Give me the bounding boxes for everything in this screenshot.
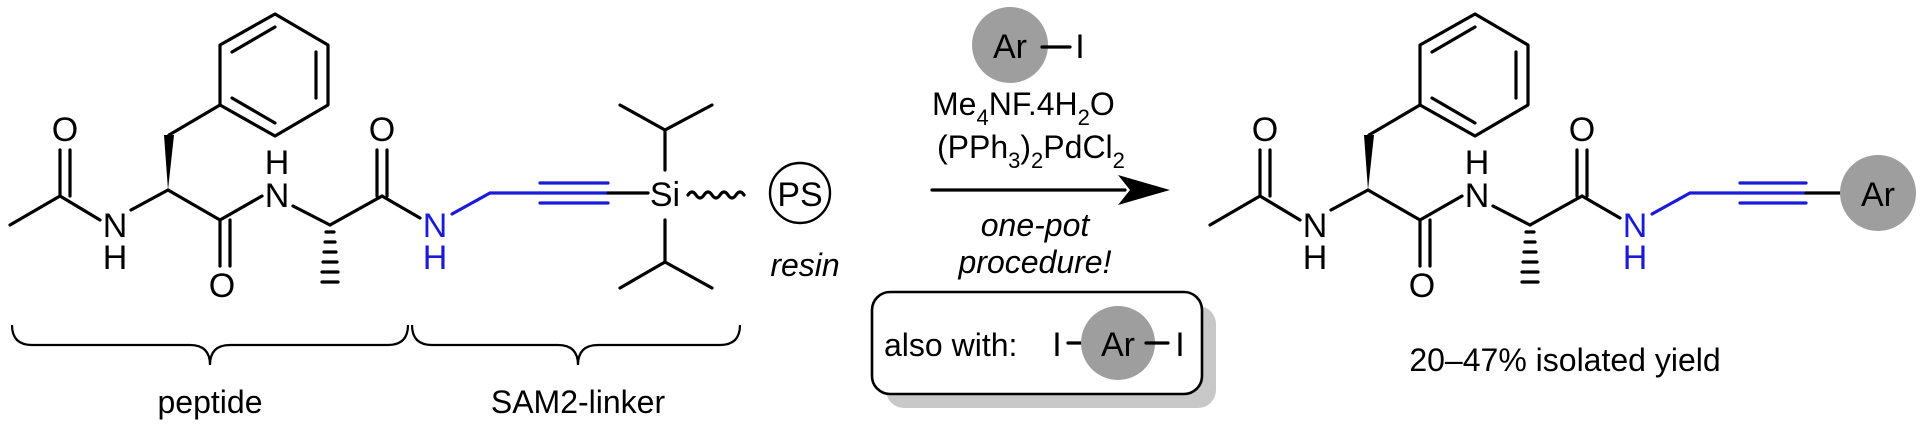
product-atom-h-1: H <box>1303 239 1328 277</box>
product-atom-n-1: N <box>1303 207 1328 245</box>
atom-si: Si <box>650 176 680 214</box>
atom-o-2: O <box>369 111 395 149</box>
also-prefix: also with: <box>884 327 1017 363</box>
atom-o-acetyl: O <box>52 111 78 149</box>
resin-label: resin <box>770 247 839 283</box>
product-atom-o-acetyl: O <box>1252 111 1278 149</box>
product-atom-o-2: O <box>1569 111 1595 149</box>
also-with-box: also with: I Ar I <box>870 290 1216 408</box>
product-atom-n-linker: N <box>1623 207 1648 245</box>
atom-n-2: N <box>265 177 290 215</box>
reagents: Ar I Me4NF.4H2O (PPh3)2PdCl2 one-pot pro… <box>930 7 1170 280</box>
product-atom-n-2: N <box>1465 177 1490 215</box>
also-ar: Ar <box>1101 326 1135 364</box>
atom-n-1: N <box>103 207 128 245</box>
starting-material: O N H O N H O <box>8 12 840 305</box>
product-ar-circle-icon <box>1840 155 1916 231</box>
also-i-left: I <box>1052 326 1061 364</box>
reagent-ar: Ar <box>993 28 1027 66</box>
product-atom-o-1: O <box>1409 267 1435 305</box>
atom-o-1: O <box>209 267 235 305</box>
reagent-i: I <box>1075 28 1084 66</box>
hashed-bond <box>320 230 340 284</box>
resin-bead-label: PS <box>777 176 822 214</box>
reagent-fluoride: Me4NF.4H2O <box>932 86 1115 130</box>
atom-h-1: H <box>103 239 128 277</box>
also-i-right: I <box>1175 326 1184 364</box>
brace-linker: SAM2-linker <box>410 324 742 420</box>
arrow-head-icon <box>1118 175 1170 205</box>
also-ar-circle-icon <box>1081 306 1155 380</box>
product-atom-h-linker: H <box>1623 239 1648 277</box>
brace-peptide: peptide <box>10 324 410 420</box>
brace-linker-label: SAM2-linker <box>491 384 666 420</box>
resin-bead-icon <box>768 161 832 225</box>
product-atom-h-2: H <box>1465 144 1490 182</box>
ar-circle-icon <box>972 7 1048 83</box>
reagent-catalyst: (PPh3)2PdCl2 <box>937 129 1125 173</box>
procedure-line-1: one-pot <box>981 207 1091 243</box>
brace-peptide-label: peptide <box>158 384 263 420</box>
atom-h-2: H <box>265 144 290 182</box>
procedure-line-2: procedure! <box>958 244 1112 280</box>
product-ar: Ar <box>1861 176 1895 214</box>
product: O N H O N H O N H Ar <box>1208 12 1916 378</box>
atom-n-linker: N <box>423 207 448 245</box>
wedge-bond <box>164 135 174 190</box>
atom-h-linker: H <box>423 239 448 277</box>
product-yield: 20–47% isolated yield <box>1409 342 1720 378</box>
